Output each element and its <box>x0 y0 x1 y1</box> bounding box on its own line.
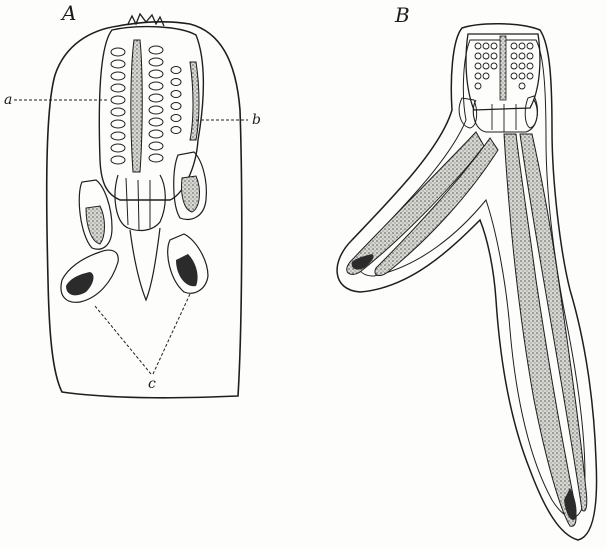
panel-a-bud-right-lower-core <box>176 254 198 286</box>
panel-a-stomach <box>115 175 165 230</box>
panel-a-stomach-lines <box>126 178 150 230</box>
panel-b-left-gonad-1 <box>347 132 484 274</box>
label-b: b <box>252 112 261 128</box>
panel-a-right-band <box>190 62 199 140</box>
panel-b-label: B <box>394 3 410 27</box>
panel-a-bud-left-lower-core <box>66 272 93 295</box>
panel-a-tail <box>130 228 160 300</box>
panel-a-bud-upper-right-core <box>181 176 199 212</box>
panel-a-stigmata-left <box>111 48 125 164</box>
leader-c-right <box>153 294 190 374</box>
panel-b: B <box>337 3 596 540</box>
panel-a-outer-body <box>47 22 242 398</box>
panel-a-endostyle <box>131 40 142 172</box>
panel-a-label: A <box>60 1 76 25</box>
panel-b-bud-right <box>525 96 537 128</box>
panel-b-left-gonad-2 <box>375 138 498 275</box>
panel-a: A <box>4 1 261 398</box>
label-c: c <box>148 376 156 392</box>
panel-b-stomach <box>473 100 537 132</box>
panel-b-endostyle <box>500 36 506 100</box>
label-a: a <box>4 92 12 108</box>
panel-b-bud-left <box>459 98 476 128</box>
panel-a-bud-left-upper-core <box>86 206 105 244</box>
panel-a-stigmata-right <box>149 46 181 162</box>
leader-c-left <box>95 306 151 374</box>
